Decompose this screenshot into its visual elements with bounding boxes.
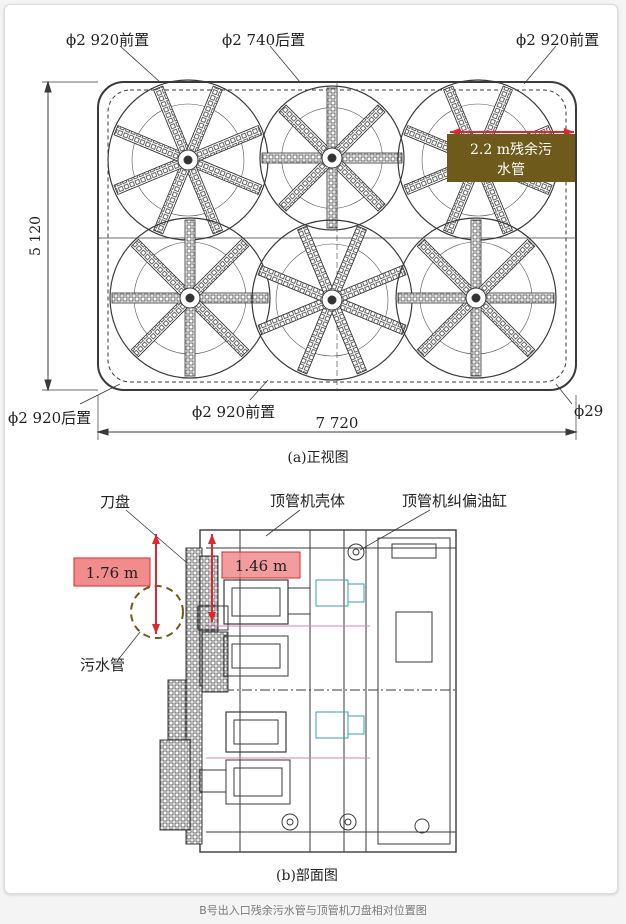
- residual-pipe-box: [447, 134, 575, 182]
- label-top-left: ϕ2 920前置: [66, 31, 149, 49]
- lower-motor: [315, 711, 349, 739]
- cutter-arm: [190, 298, 250, 358]
- cutter-arm: [184, 219, 196, 293]
- label-sewer: 污水管: [80, 656, 125, 674]
- label-width-dim: 7 720: [316, 414, 359, 432]
- residual-pipe-label-1: 2.2 m残余污: [470, 141, 552, 158]
- dim-146-label: 1.46 m: [235, 557, 287, 575]
- cutter-arm: [476, 238, 536, 298]
- label-bottom-left: ϕ2 920后置: [8, 409, 91, 427]
- cutter-arm: [111, 292, 185, 304]
- cutter-arm: [470, 219, 482, 293]
- label-height-dim: 5 120: [28, 216, 44, 256]
- cutter-wheel: [107, 79, 269, 241]
- cutter-arm: [261, 152, 327, 164]
- label-shell: 顶管机壳体: [270, 492, 345, 510]
- cutter-arm: [326, 87, 338, 153]
- cutter-arm: [195, 292, 269, 304]
- cutter-wheel: [395, 217, 557, 379]
- label-bottom-mid: ϕ2 920前置: [192, 403, 275, 421]
- cutter-arm: [416, 238, 476, 298]
- label-cutter: 刀盘: [100, 493, 130, 511]
- label-top-mid: ϕ2 740后置: [222, 31, 305, 49]
- label-bottom-right: ϕ29: [574, 402, 603, 420]
- cutter-arm: [278, 158, 332, 212]
- cutter-wheel: [259, 85, 405, 231]
- caption-a: (a)正视图: [287, 450, 348, 466]
- cutter-arm: [184, 303, 196, 377]
- dim-176-label: 1.76 m: [86, 564, 138, 582]
- cutter-wheel: [109, 217, 271, 379]
- cutter-arm: [332, 104, 386, 158]
- cutter-arm: [470, 303, 482, 377]
- cutter-arm: [278, 104, 332, 158]
- cutter-arm: [130, 298, 190, 358]
- cutter-arm: [332, 158, 386, 212]
- label-cylinder: 顶管机纠偏油缸: [402, 492, 507, 510]
- front-view: [42, 45, 578, 440]
- dim-146-box: [221, 551, 301, 579]
- cutter-arm: [397, 292, 471, 304]
- caption-b: (b)部面图: [276, 868, 338, 884]
- cutter-arm: [130, 238, 190, 298]
- label-top-right: ϕ2 920前置: [516, 31, 599, 49]
- upper-motor: [315, 579, 349, 607]
- dim-176-box: [73, 557, 151, 587]
- cutter-arm: [481, 292, 555, 304]
- figure-caption: B号出入口残余污水管与顶管机刀盘相对位置图: [199, 904, 427, 917]
- cutter-arm: [190, 238, 250, 298]
- cutter-arm: [416, 298, 476, 358]
- section-view: [117, 509, 457, 853]
- cutter-wheel: [251, 219, 413, 381]
- cutter-arm: [326, 163, 338, 229]
- cutter-arm: [337, 152, 403, 164]
- cutter-arm: [476, 298, 536, 358]
- residual-pipe-label-2: 水管: [497, 162, 525, 178]
